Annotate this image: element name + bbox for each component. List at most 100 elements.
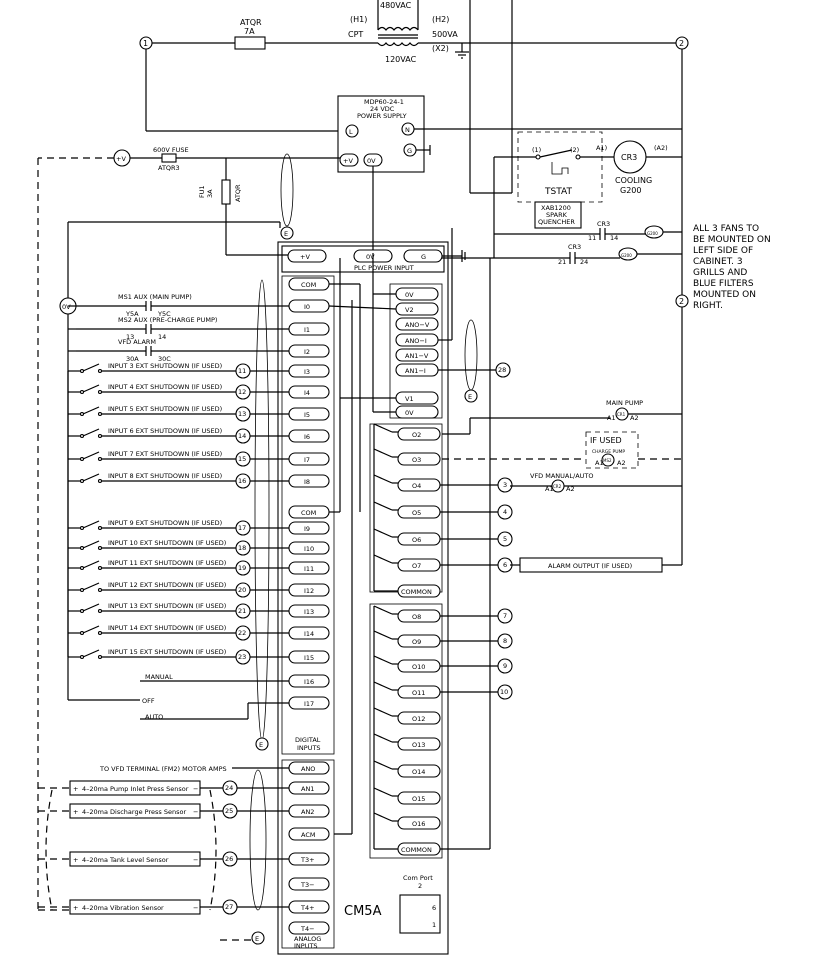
do-terminal-label-b8: O16 bbox=[412, 820, 425, 828]
sensor-minus-1: − bbox=[193, 808, 198, 816]
di-off-label: OFF bbox=[142, 697, 155, 705]
ai-title-2: INPUTS bbox=[294, 942, 318, 950]
do-terminal-label-b0: O8 bbox=[412, 613, 421, 621]
do-node-label-8: 8 bbox=[503, 637, 507, 645]
ps-l: L bbox=[349, 128, 353, 136]
relay-contact-icon bbox=[373, 733, 393, 743]
di-terminal-label-I4: I4 bbox=[304, 389, 310, 397]
ps-zero-v: 0V bbox=[367, 157, 376, 165]
do-terminal-label-b1: O9 bbox=[412, 638, 421, 646]
com-port-num: 2 bbox=[418, 882, 422, 890]
do-terminal-a0 bbox=[397, 427, 441, 441]
relay-contact-icon bbox=[373, 681, 393, 691]
switch-icon bbox=[82, 406, 100, 415]
left-plus-v-label: +V bbox=[116, 155, 126, 163]
aio-terminal-label-7: 0V bbox=[405, 409, 414, 417]
fan2-cr3: CR3 bbox=[568, 243, 581, 251]
do-terminal-label-a2: O4 bbox=[412, 482, 421, 490]
di-label-0: MS1 AUX (MAIN PUMP) bbox=[118, 293, 192, 301]
plc-model: CM5A bbox=[344, 904, 382, 919]
do-terminal-label-b5: O13 bbox=[412, 741, 425, 749]
di-terminal-label-I8: I8 bbox=[304, 478, 310, 486]
di-terminal-label-I12: I12 bbox=[304, 587, 314, 595]
shield-label-aio: E bbox=[468, 393, 472, 401]
cpt-label: CPT bbox=[348, 30, 363, 39]
aio-terminal-7 bbox=[395, 405, 439, 419]
fu1-fuse bbox=[221, 179, 231, 205]
vm-cr: CR2 bbox=[553, 484, 562, 489]
600v-fuse bbox=[161, 153, 177, 163]
aio-terminal-label-2: ANO−V bbox=[405, 321, 430, 329]
relay-contact-icon bbox=[373, 605, 393, 615]
aio-terminal-6 bbox=[395, 391, 439, 405]
node-1-label: 1 bbox=[143, 39, 148, 48]
g200-label: G200 bbox=[620, 186, 641, 195]
voltage-120: 120VAC bbox=[385, 55, 417, 64]
atqr-label: ATQR bbox=[240, 18, 262, 27]
do-terminal-label-b4: O12 bbox=[412, 715, 425, 723]
di-terminal-label-I16: I16 bbox=[304, 678, 314, 686]
ps-title-3: POWER SUPPLY bbox=[357, 112, 407, 120]
do-terminal-b4 bbox=[397, 711, 441, 725]
do-node-3 bbox=[497, 477, 513, 493]
mp-cr: CR1 bbox=[617, 412, 626, 417]
di-node-label-13: 13 bbox=[238, 410, 246, 418]
shield-label-top: E bbox=[284, 230, 288, 238]
do-node-7 bbox=[497, 608, 513, 624]
relay-contact-icon bbox=[373, 474, 393, 484]
relay-contact-icon bbox=[373, 554, 393, 564]
di-label-14: INPUT 14 EXT SHUTDOWN (IF USED) bbox=[108, 624, 226, 632]
ps-title-2: 24 VDC bbox=[370, 105, 395, 113]
shield-label-di: E bbox=[259, 741, 263, 749]
di-node-label-22: 22 bbox=[238, 629, 246, 637]
do-terminal-label-b9: COMMON bbox=[401, 846, 432, 854]
shield-loop-di bbox=[254, 279, 270, 741]
tstat-a2: (A2) bbox=[654, 144, 668, 152]
di-label-11: INPUT 11 EXT SHUTDOWN (IF USED) bbox=[108, 559, 226, 567]
h1-label: (H1) bbox=[350, 15, 367, 24]
tstat-a1: A1) bbox=[596, 144, 607, 152]
main-pump-label: MAIN PUMP bbox=[606, 399, 643, 407]
vm-a1: A1 bbox=[545, 485, 554, 493]
di-contact2-2: 30C bbox=[158, 355, 171, 363]
ai-terminal-label-1: AN1 bbox=[301, 785, 314, 793]
mp-a2: A2 bbox=[630, 414, 639, 422]
aio-terminal-1 bbox=[395, 302, 439, 316]
di-label-12: INPUT 12 EXT SHUTDOWN (IF USED) bbox=[108, 581, 226, 589]
switch-icon bbox=[82, 625, 100, 634]
com-port-label: Com Port bbox=[403, 874, 433, 882]
di-label-15: INPUT 15 EXT SHUTDOWN (IF USED) bbox=[108, 648, 226, 656]
ai-terminal-label-2: AN2 bbox=[301, 808, 314, 816]
output-loads: MAIN PUMP A1 CR1 A2 IF USED CHARGE PUMP … bbox=[442, 399, 682, 573]
tstat-switch-icon bbox=[539, 149, 573, 158]
plc-power-title: PLC POWER INPUT bbox=[354, 264, 414, 272]
di-node-label-11: 11 bbox=[238, 367, 246, 375]
ai-title-1: ANALOG bbox=[294, 935, 321, 943]
note-line-0: ALL 3 FANS TO bbox=[693, 224, 759, 234]
fan1-c11: 11 bbox=[588, 234, 596, 242]
aio-terminal-label-6: V1 bbox=[405, 395, 414, 403]
va-label: 500VA bbox=[432, 30, 458, 39]
do-node-4 bbox=[497, 504, 513, 520]
do-terminal-label-a0: O2 bbox=[412, 431, 421, 439]
aio-terminal-label-5: AN1−I bbox=[405, 367, 426, 375]
sensor-plus-3: + bbox=[73, 904, 78, 912]
di-terminal-label-I17: I17 bbox=[304, 700, 314, 708]
aio-terminal-label-1: V2 bbox=[405, 306, 414, 314]
ps-plus-v: +V bbox=[343, 157, 353, 165]
atqr-fuse bbox=[234, 36, 266, 50]
do-node-label-4: 4 bbox=[503, 508, 507, 516]
shield-loop-top bbox=[280, 153, 294, 227]
cp-cr: MS2 bbox=[603, 458, 612, 463]
di-terminal-label-I6: I6 bbox=[304, 433, 310, 441]
ai-ano-label: TO VFD TERMINAL (FM2) MOTOR AMPS bbox=[99, 765, 227, 773]
do-node-5 bbox=[497, 531, 513, 547]
do-terminal-label-b3: O11 bbox=[412, 689, 425, 697]
sensor-minus-2: − bbox=[193, 856, 198, 864]
shield-loop-aio bbox=[464, 319, 478, 391]
di-node-label-14: 14 bbox=[238, 432, 246, 440]
relay-contact-icon bbox=[373, 787, 393, 797]
sensor-node-label-25: 25 bbox=[225, 807, 233, 815]
